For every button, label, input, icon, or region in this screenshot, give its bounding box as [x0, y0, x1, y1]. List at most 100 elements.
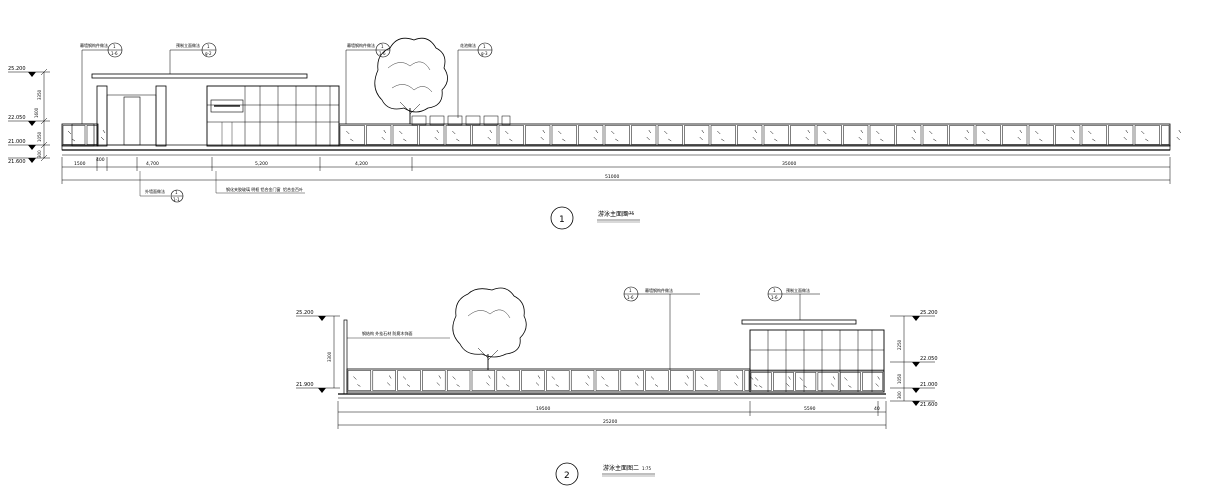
- view-number-circle: [555, 462, 579, 486]
- stone-texture: [1092, 138, 1096, 142]
- fence-panel: [975, 125, 1001, 145]
- stone-texture: [1145, 138, 1149, 142]
- vertical-dim: 1600: [34, 107, 39, 118]
- vertical-dim: 300: [37, 150, 42, 158]
- glass-building: [206, 85, 340, 147]
- stone-texture: [966, 129, 969, 134]
- fence-panel: [763, 125, 789, 145]
- stone-texture: [540, 136, 544, 141]
- stone-texture: [438, 375, 442, 379]
- stone-texture: [1035, 130, 1039, 135]
- stone-texture: [489, 129, 492, 134]
- fence-panel: [670, 370, 694, 391]
- stone-texture: [551, 376, 555, 380]
- svg-text:预制立面做法: 预制立面做法: [176, 42, 200, 48]
- stone-texture: [774, 138, 778, 142]
- svg-text:1: 1: [483, 44, 486, 49]
- view-title-2: 2 游泳主面图二 1:75: [555, 462, 655, 486]
- level-label: 21.000: [8, 139, 26, 145]
- view-title: 游泳主面图一: [598, 210, 634, 218]
- stone-texture: [1176, 136, 1180, 141]
- stone-texture: [456, 138, 460, 142]
- building-sign: [210, 99, 244, 113]
- stone-texture: [452, 376, 456, 380]
- stone-texture: [770, 130, 774, 135]
- dim-label: 400: [96, 157, 105, 163]
- stone-texture: [807, 129, 810, 134]
- stone-texture: [346, 130, 350, 135]
- stone-texture: [506, 384, 510, 387]
- stone-texture: [982, 130, 986, 135]
- stone-texture: [486, 382, 490, 386]
- stone-texture: [502, 376, 506, 380]
- stone-texture: [933, 138, 937, 142]
- stone-texture: [759, 385, 763, 388]
- stone-texture: [535, 382, 540, 386]
- dim-label: 5,200: [255, 161, 268, 167]
- view-title-1: 1 游泳主面图一 1:75: [550, 206, 640, 230]
- dim-total: 25200: [603, 419, 617, 425]
- fence-panel: [1081, 125, 1107, 145]
- stone-texture: [1072, 129, 1075, 134]
- svg-text:钢化夹胶玻璃 明框 铝合金门窗: 钢化夹胶玻璃 明框 铝合金门窗: [226, 186, 281, 192]
- stone-texture: [986, 138, 990, 142]
- dim-label: 5590: [804, 406, 816, 412]
- stone-texture: [406, 384, 411, 387]
- fence-panel: [949, 125, 975, 145]
- callout-marker: 1 g-2: [201, 42, 217, 58]
- fence-panel: [817, 372, 839, 391]
- fence-panel: [498, 125, 524, 145]
- stone-texture: [102, 129, 106, 134]
- fence-panel: [445, 125, 471, 145]
- callout-marker: 1 g-3: [477, 42, 493, 58]
- svg-text:1-1: 1-1: [173, 197, 180, 202]
- stone-texture: [750, 376, 754, 380]
- stone-texture: [436, 129, 439, 134]
- fence-panel: [710, 125, 736, 145]
- fence-panel: [773, 372, 794, 391]
- callout-marker: 1 1-6: [767, 286, 783, 302]
- level-label: 22.050: [920, 356, 938, 362]
- stone-texture: [823, 130, 827, 135]
- stone-texture: [387, 382, 391, 386]
- svg-text:g-2: g-2: [205, 51, 212, 56]
- stone-texture: [827, 138, 831, 142]
- callout-marker: 1 1-6: [623, 286, 639, 302]
- dimensions-1: 1500 400 4,700 5,200 4,200 35000 51000: [61, 157, 1171, 184]
- stone-texture: [754, 384, 758, 387]
- stone-texture: [964, 136, 968, 141]
- stone-texture: [700, 376, 704, 380]
- stone-texture: [434, 136, 438, 141]
- stone-texture: [848, 385, 852, 388]
- svg-text:钢结构 外挂石材 防腐木饰面: 钢结构 外挂石材 防腐木饰面: [362, 330, 413, 336]
- stone-texture: [399, 130, 403, 135]
- stone-texture: [736, 375, 739, 379]
- level-label: 21.600: [8, 159, 26, 165]
- fence-panel: [446, 370, 471, 391]
- planter-row: [411, 115, 511, 126]
- stone-texture: [1178, 129, 1181, 134]
- fence-panel: [392, 125, 418, 145]
- stone-texture: [788, 376, 791, 380]
- fence-panel: [366, 125, 392, 145]
- stone-texture: [734, 382, 738, 386]
- svg-text:1: 1: [629, 288, 632, 293]
- level-label: 25.200: [296, 310, 314, 316]
- stone-texture: [388, 375, 392, 379]
- fence-panel: [1028, 125, 1054, 145]
- fence-panel: [862, 372, 884, 391]
- stone-texture: [877, 376, 880, 380]
- svg-text:幕墙钢构件做法: 幕墙钢构件做法: [80, 42, 108, 48]
- stone-texture: [353, 376, 357, 380]
- stone-texture: [537, 375, 541, 379]
- fence-panel: [595, 370, 620, 391]
- fence-outline: [61, 123, 99, 147]
- stone-texture: [799, 377, 803, 381]
- fence-panel: [339, 125, 365, 145]
- fence-panel: [578, 125, 604, 145]
- dim-label: 1500: [74, 161, 86, 167]
- fence-panel: [816, 125, 842, 145]
- fence-panel: [570, 370, 595, 391]
- level-label: 25.200: [920, 310, 938, 316]
